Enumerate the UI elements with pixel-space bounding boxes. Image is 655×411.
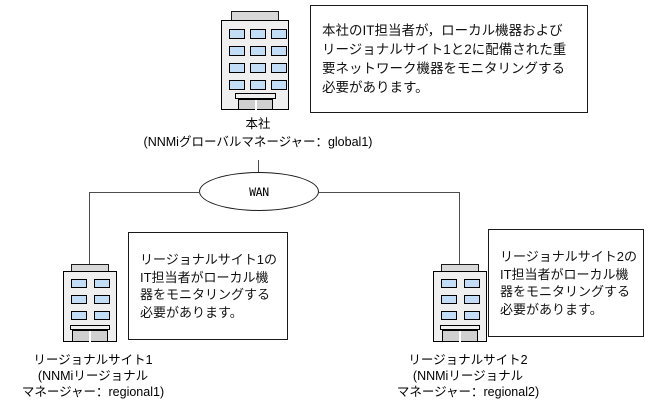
connector-wan-right-horizontal: [319, 192, 460, 193]
building-window: [94, 311, 110, 320]
callout-line: 器をモニタリングする: [140, 287, 271, 302]
callout-line: 器をモニタリングする: [500, 284, 631, 299]
building-window: [229, 29, 245, 39]
regional1-callout-box: リージョナルサイト1の IT担当者がローカル機 器をモニタリングする 必要があり…: [128, 232, 288, 340]
callout-line: リージョナルサイト1の: [140, 252, 277, 267]
building-door-divider: [459, 331, 461, 342]
regional2-building-icon: [432, 264, 488, 342]
building-window: [94, 295, 110, 304]
headquarters-name-label: 本社: [158, 116, 358, 132]
building-window: [229, 46, 245, 56]
building-window: [441, 279, 457, 288]
wan-label: WAN: [249, 184, 269, 199]
headquarters-role-label: (NNMiグローバルマネージャー：global1): [108, 134, 408, 150]
connector-hq-to-wan: [258, 160, 259, 174]
building-window: [464, 311, 480, 320]
callout-line: リージョナルサイト1と2に配備された重: [322, 42, 567, 57]
regional1-name-text: リージョナルサイト1: [33, 353, 153, 367]
regional1-role-line1: (NNMiリージョナル: [37, 369, 149, 383]
building-entrance-lintel: [440, 325, 480, 330]
regional1-role-line2: マネージャー：regional1): [21, 385, 165, 399]
regional2-name-text: リージョナルサイト2: [408, 353, 528, 367]
headquarters-building-icon: [219, 11, 291, 110]
building-window: [464, 279, 480, 288]
regional2-role-line1: (NNMiリージョナル: [412, 369, 524, 383]
regional1-name-label: リージョナルサイト1: [0, 352, 186, 368]
building-window: [71, 311, 87, 320]
callout-line: IT担当者がローカル機: [500, 266, 629, 282]
building-door-divider: [255, 100, 257, 110]
building-window: [250, 46, 266, 56]
callout-line: 必要があります。: [322, 80, 429, 95]
building-window: [271, 29, 287, 39]
regional2-role-line2: マネージャー：regional2): [396, 385, 540, 399]
building-window: [94, 279, 110, 288]
building-window: [250, 63, 266, 73]
connector-wan-left-horizontal: [89, 192, 200, 193]
regional1-building-icon: [62, 264, 118, 342]
callout-line: IT担当者がローカル機: [140, 269, 269, 285]
building-window: [271, 80, 287, 90]
callout-line: 要ネットワーク機器をモニタリングする: [322, 61, 565, 76]
regional2-callout-box: リージョナルサイト2の IT担当者がローカル機 器をモニタリングする 必要があり…: [488, 229, 644, 337]
building-window: [71, 295, 87, 304]
regional1-role-label: (NNMiリージョナル マネージャー：regional1): [0, 368, 186, 400]
headquarters-callout-box: 本社のIT担当者が，ローカル機器および リージョナルサイト1と2に配備された重 …: [310, 5, 588, 113]
building-window: [250, 80, 266, 90]
building-entrance-lintel: [235, 93, 276, 99]
building-window: [441, 295, 457, 304]
callout-line: 必要があります。: [500, 301, 603, 317]
headquarters-name-text: 本社: [245, 117, 271, 131]
building-window: [71, 279, 87, 288]
callout-line: リージョナルサイト2の: [500, 249, 637, 264]
building-window: [271, 63, 287, 73]
building-entrance-lintel: [70, 325, 110, 330]
building-window: [229, 63, 245, 73]
building-door-divider: [89, 331, 91, 342]
regional2-role-label: (NNMiリージョナル マネージャー：regional2): [375, 368, 561, 400]
building-window: [229, 80, 245, 90]
callout-line: 本社のIT担当者が，ローカル機器および: [322, 23, 563, 38]
building-window: [464, 295, 480, 304]
connector-wan-right-vertical: [459, 192, 460, 270]
headquarters-role-text: (NNMiグローバルマネージャー：global1): [143, 135, 373, 149]
building-window: [250, 29, 266, 39]
building-window: [271, 46, 287, 56]
regional2-name-label: リージョナルサイト2: [375, 352, 561, 368]
building-window: [441, 311, 457, 320]
callout-line: 必要があります。: [140, 304, 243, 320]
wan-cloud-node: WAN: [199, 172, 319, 211]
connector-wan-left-vertical: [89, 192, 90, 270]
